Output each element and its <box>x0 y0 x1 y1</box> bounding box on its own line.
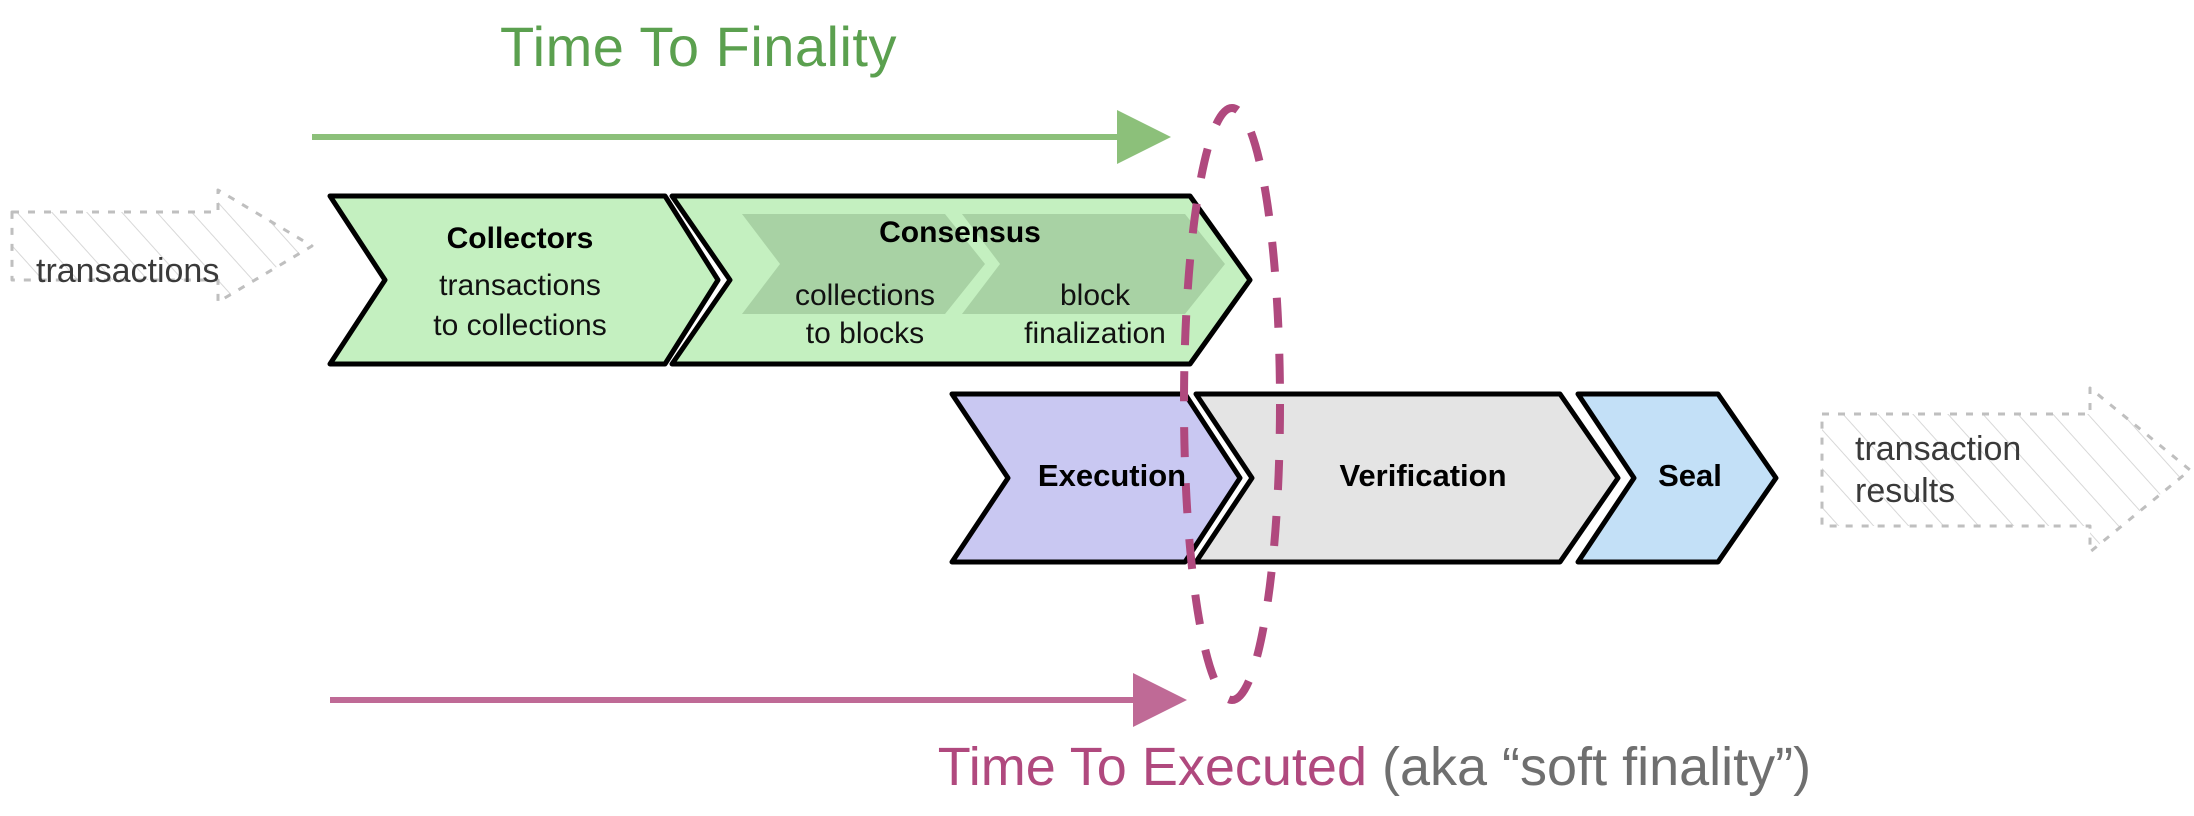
chevron-collectors[interactable] <box>327 193 721 367</box>
collectors-sub-line2: to collections <box>433 309 607 342</box>
consensus-title: Consensus <box>879 216 1041 249</box>
chevron-verification[interactable] <box>1193 391 1621 565</box>
ghost-input-arrow <box>10 188 314 304</box>
seal-title: Seal <box>1658 458 1722 493</box>
collectors-sub-line1: transactions <box>439 269 601 302</box>
chevron-seal[interactable] <box>1575 391 1779 565</box>
collections-to-blocks-line1: collections <box>794 279 936 312</box>
page-title: Time To Finality <box>500 15 897 78</box>
collectors-title: Collectors <box>446 222 594 255</box>
ghost-output-label-line2: results <box>1855 472 1956 510</box>
ghost-output-label-line1: transaction <box>1855 430 2022 468</box>
chevron-block-finalization[interactable] <box>962 214 1225 314</box>
execution-title: Execution <box>1037 458 1187 493</box>
ghost-input-label: transactions <box>36 252 220 290</box>
block-finalization-line1: block <box>1059 279 1131 312</box>
bottom-caption-accent: Time To Executed <box>937 737 1367 797</box>
verification-title: Verification <box>1339 458 1507 493</box>
bottom-caption-muted: (aka “soft finality”) <box>1367 737 1812 797</box>
ghost-output-arrow <box>1820 386 2192 554</box>
collections-to-blocks-line2: to blocks <box>805 317 925 350</box>
finality-boundary-ellipse <box>1180 104 1284 704</box>
bottom-caption: Time To Executed (aka “soft finality”) <box>920 718 1811 816</box>
block-finalization-line2: finalization <box>1024 317 1166 350</box>
chevron-collections-to-blocks[interactable] <box>742 214 985 314</box>
